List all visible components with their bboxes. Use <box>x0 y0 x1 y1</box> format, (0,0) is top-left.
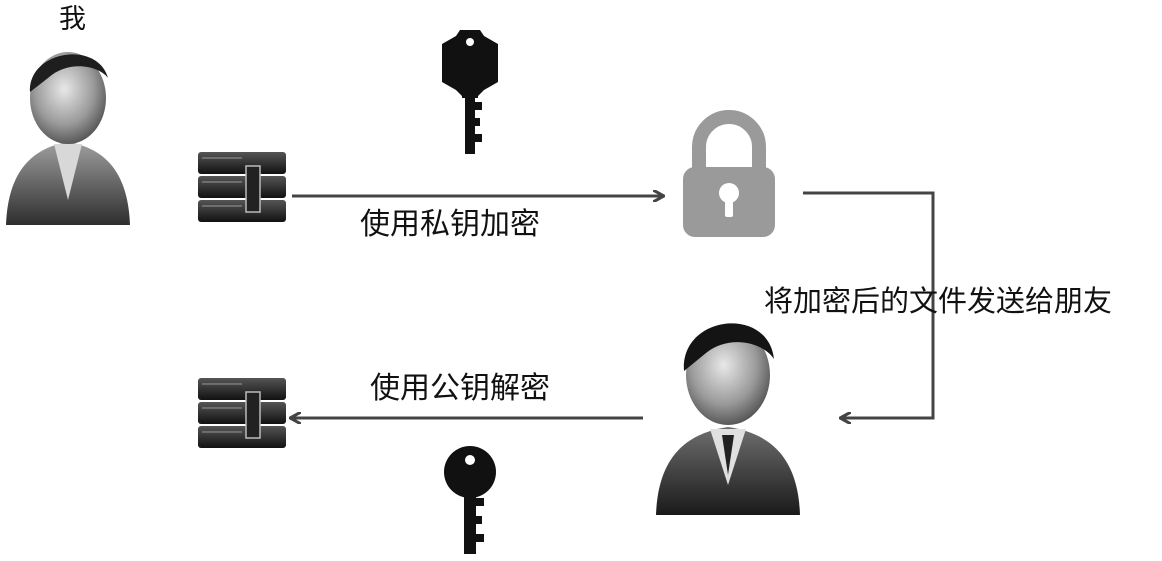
me-person-icon <box>6 52 130 225</box>
decrypt-label: 使用公钥解密 <box>370 371 550 406</box>
private-key-icon <box>442 30 498 154</box>
friend-person-icon <box>656 323 800 515</box>
public-key-icon <box>444 446 496 554</box>
padlock-icon <box>683 110 775 237</box>
original-archive-file-icon <box>198 152 286 222</box>
me-label: 我 <box>59 4 86 35</box>
decrypted-archive-file-icon <box>198 378 286 448</box>
send-arrow <box>803 191 935 418</box>
encrypt-label: 使用私钥加密 <box>360 207 540 242</box>
send-label: 将加密后的文件发送给朋友 <box>764 284 1113 318</box>
